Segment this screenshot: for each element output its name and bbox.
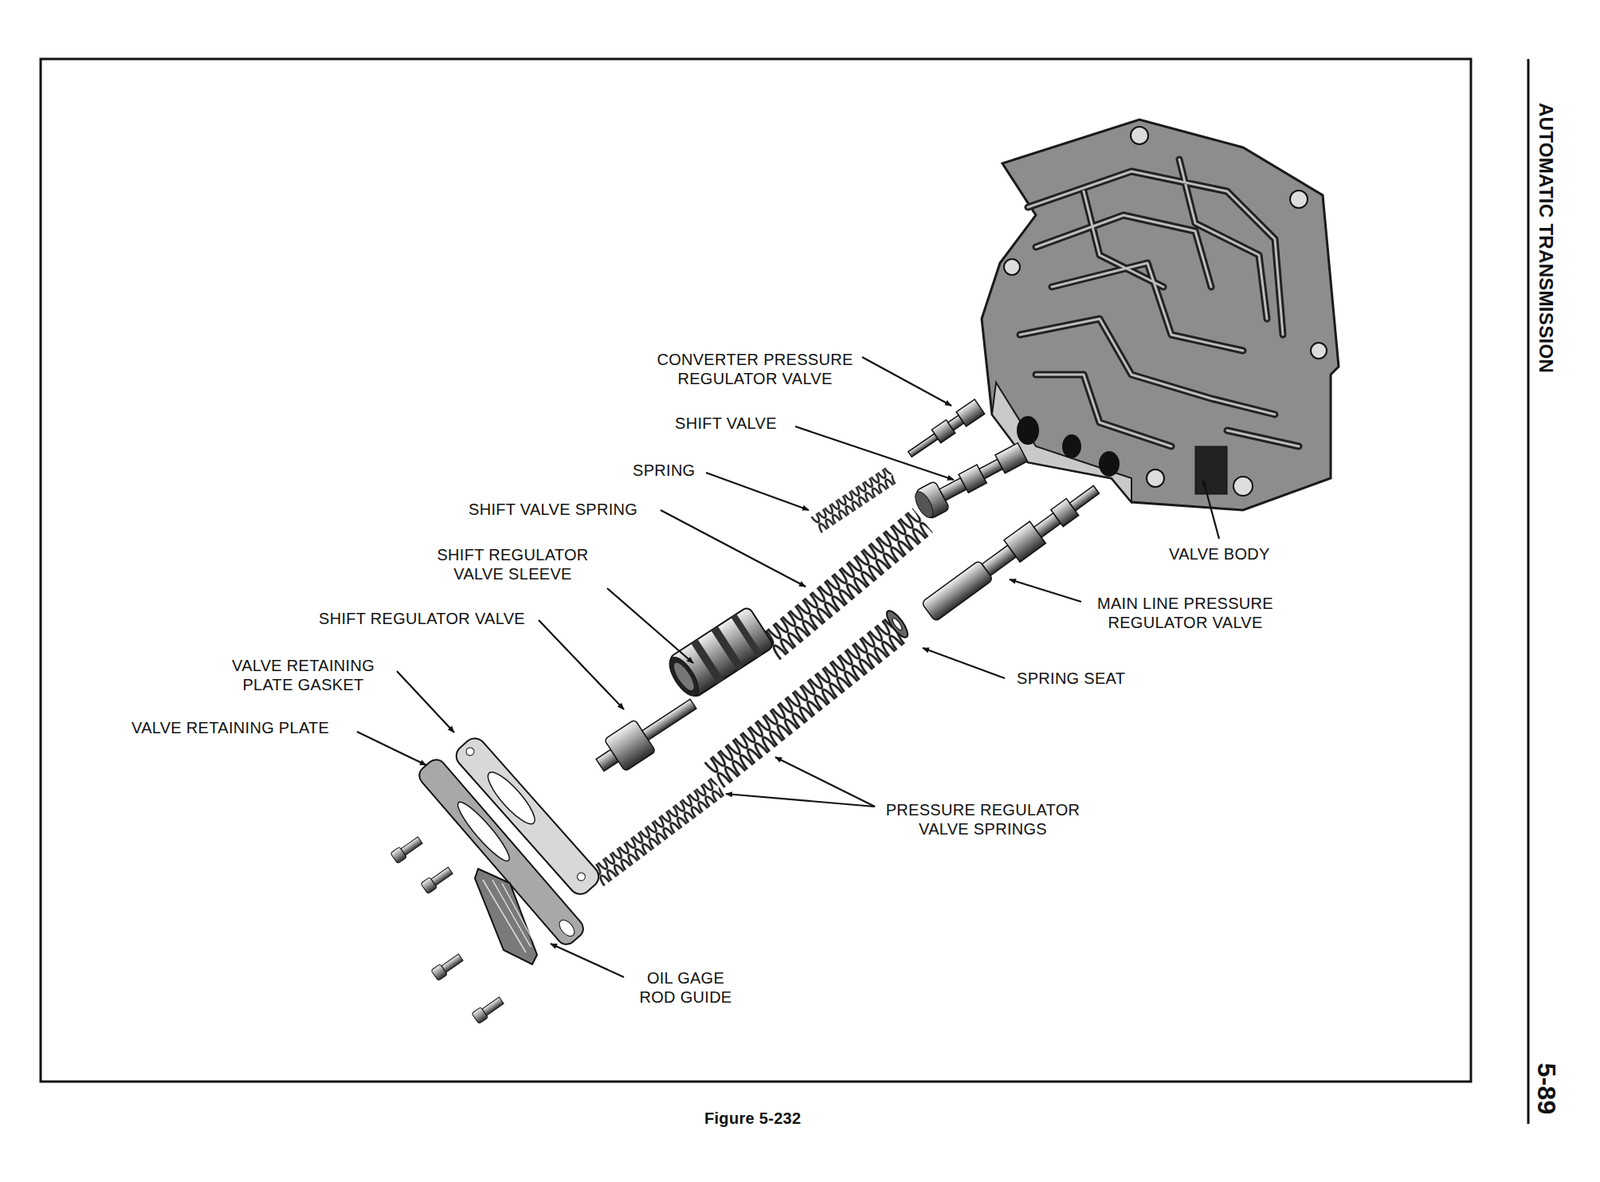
screws [390,835,506,1024]
leader-lines [356,356,1220,977]
valve-body-casting [981,119,1339,510]
part-label: PRESSURE REGULATOR VALVE SPRINGS [879,800,1087,839]
main-line-valve [920,478,1105,623]
shift-regulator-valve [589,687,704,781]
part-label: SPRING SEAT [1015,668,1127,688]
part-label: SHIFT REGULATOR VALVE SLEEVE [425,545,600,584]
rod-guide [474,868,538,965]
part-label: VALVE RETAINING PLATE [129,717,331,738]
part-label: SHIFT REGULATOR VALVE [317,608,527,628]
page-rule [1527,58,1530,1124]
shift-valve [910,438,1030,522]
figure-caption: Figure 5-232 [702,1108,803,1128]
part-label: CONVERTER PRESSURE REGULATOR VALVE [651,349,859,389]
part-label: SHIFT VALVE [673,413,779,433]
page-header: 5-89 [1531,1060,1562,1116]
part-label: SHIFT VALVE SPRING [466,499,640,519]
shift-valve-spring [759,508,934,661]
part-label: OIL GAGE ROD GUIDE [634,968,738,1007]
part-label: VALVE BODY [1167,544,1272,564]
large-spring [704,617,906,788]
inner-spring [590,776,726,887]
figure-frame [40,58,1471,1082]
part-label: SPRING [631,460,697,480]
part-label: VALVE RETAINING PLATE GASKET [215,655,391,695]
spring [810,466,898,534]
regulator-sleeve [662,605,775,702]
part-label: MAIN LINE PRESSURE REGULATOR VALVE [1086,593,1285,632]
rod-guide-shading [482,879,534,953]
converter-valve [905,399,985,462]
page-header: AUTOMATIC TRANSMISSION [1534,101,1558,375]
